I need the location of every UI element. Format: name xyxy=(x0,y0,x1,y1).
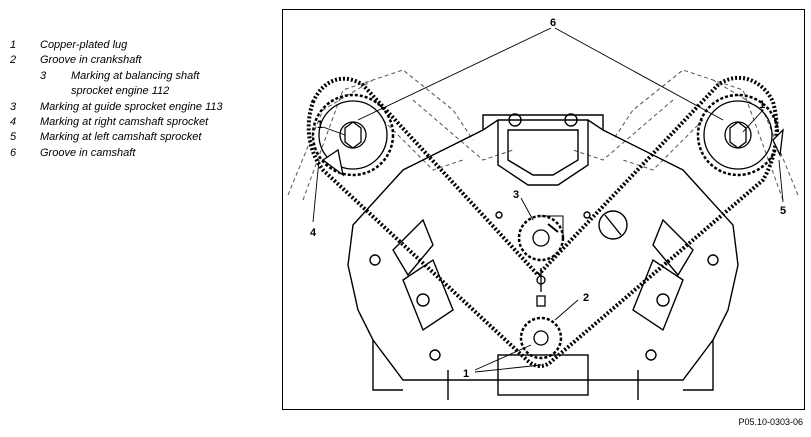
callout-labels: 6 1 1 3 2 1 4 5 xyxy=(310,17,786,380)
leader-lines xyxy=(312,27,784,373)
legend-number: 4 xyxy=(10,115,17,128)
legend-number: 3 xyxy=(40,69,47,82)
legend-text: Groove in camshaft xyxy=(40,146,136,159)
legend-item-1: 1 Copper-plated lug xyxy=(10,38,280,53)
legend-number: 2 xyxy=(10,54,17,67)
engine-block xyxy=(347,113,739,400)
legend-number: 6 xyxy=(10,146,17,159)
legend-text: Marking at balancing shaft xyxy=(71,69,200,82)
legend-item-5: 5 Marking at left camshaft sprocket xyxy=(10,130,280,145)
legend-item-2: 2 Groove in crankshaft xyxy=(10,53,280,68)
crankshaft-sprocket xyxy=(519,268,563,360)
legend-text: sprocket engine 112 xyxy=(71,85,170,98)
figure-id: P05.10-0303-06 xyxy=(738,417,803,427)
legend-item-4: 4 Marking at right camshaft sprocket xyxy=(10,115,280,130)
legend-text: Marking at left camshaft sprocket xyxy=(40,131,202,144)
callout-6: 6 xyxy=(550,17,556,29)
callout-1-bottom: 1 xyxy=(463,368,469,380)
legend-item-6: 6 Groove in camshaft xyxy=(10,146,280,161)
callout-1-right: 1 xyxy=(759,99,765,111)
legend-number: 1 xyxy=(10,39,17,51)
legend-item-3: 3 Marking at guide sprocket engine 113 xyxy=(10,100,280,115)
callout-1-left: 1 xyxy=(317,119,323,131)
legend-text: Copper-plated lug xyxy=(40,39,128,51)
callout-2: 2 xyxy=(583,292,589,304)
legend-item-3-sub-continuation: sprocket engine 112 xyxy=(10,84,280,99)
callout-5: 5 xyxy=(780,205,786,217)
right-camshaft-sprocket xyxy=(696,93,784,177)
callout-4: 4 xyxy=(310,227,317,239)
engine-timing-diagram: 6 1 1 3 2 1 4 5 xyxy=(282,9,805,410)
dashed-outlines xyxy=(287,69,799,201)
legend-number: 5 xyxy=(10,131,17,144)
legend-text: Marking at right camshaft sprocket xyxy=(40,115,209,128)
legend: 1 Copper-plated lug 2 Groove in cranksha… xyxy=(10,38,280,161)
left-camshaft-sprocket xyxy=(311,93,395,177)
engine-drawing: 6 1 1 3 2 1 4 5 xyxy=(287,17,799,400)
callout-3: 3 xyxy=(513,189,519,201)
legend-text: Groove in crankshaft xyxy=(40,54,142,67)
legend-number: 3 xyxy=(10,100,17,113)
legend-text: Marking at guide sprocket engine 113 xyxy=(40,100,223,113)
guide-sprocket xyxy=(517,214,565,262)
legend-item-3-sub: 3 Marking at balancing shaft xyxy=(10,69,280,84)
